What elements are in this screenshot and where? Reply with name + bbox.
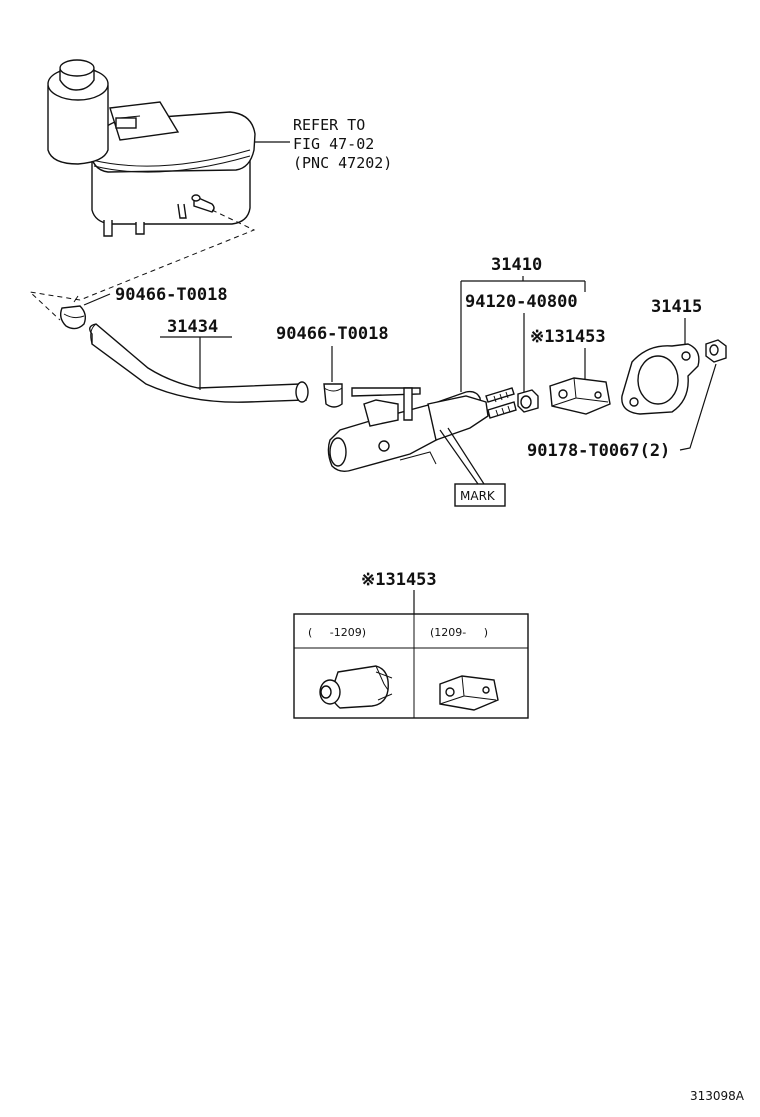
dashed-path	[28, 209, 256, 321]
mark-leader-1	[439, 429, 479, 485]
nut-leader	[679, 363, 717, 451]
clamp-left-label: 90466-T0018	[115, 285, 228, 305]
refer-text-line1: REFER TO	[293, 116, 365, 134]
clamp-right-label: 90466-T0018	[276, 324, 389, 344]
refer-text-line3: (PNC 47202)	[293, 154, 392, 172]
clevis	[549, 377, 611, 415]
clevis-table-title: ※131453	[361, 570, 437, 590]
reservoir-tank	[47, 59, 256, 237]
hose	[89, 323, 309, 403]
clamp-left-leader	[83, 293, 111, 306]
clevis-new-type	[439, 675, 499, 711]
clevis-table-col2-header: (1209- )	[430, 626, 488, 639]
clevis-old-type	[319, 665, 393, 709]
flange-nut	[705, 339, 727, 363]
clevis-table-col1-header: ( -1209)	[308, 626, 366, 639]
nut-label: 90178-T0067(2)	[527, 441, 670, 461]
master-cylinder-label: 31410	[491, 255, 542, 275]
mark-box	[454, 483, 506, 507]
hose-label: 31434	[167, 317, 218, 337]
gasket-label: 31415	[651, 297, 702, 317]
gasket	[621, 343, 700, 415]
stud-nut	[517, 389, 539, 413]
illustration-code: 313098A	[690, 1089, 745, 1103]
stud-label: 94120-40800	[465, 292, 578, 312]
mark-leader-2	[447, 427, 485, 485]
refer-text-line2: FIG 47-02	[293, 135, 374, 153]
clevis-label: ※131453	[530, 327, 606, 347]
clamp-left	[59, 295, 87, 330]
mark-label: MARK	[460, 489, 496, 503]
master-cylinder-bracket	[460, 276, 586, 392]
clamp-right	[323, 383, 343, 408]
master-cylinder	[327, 387, 517, 473]
clevis-table: ( -1209) (1209- )	[293, 613, 529, 719]
